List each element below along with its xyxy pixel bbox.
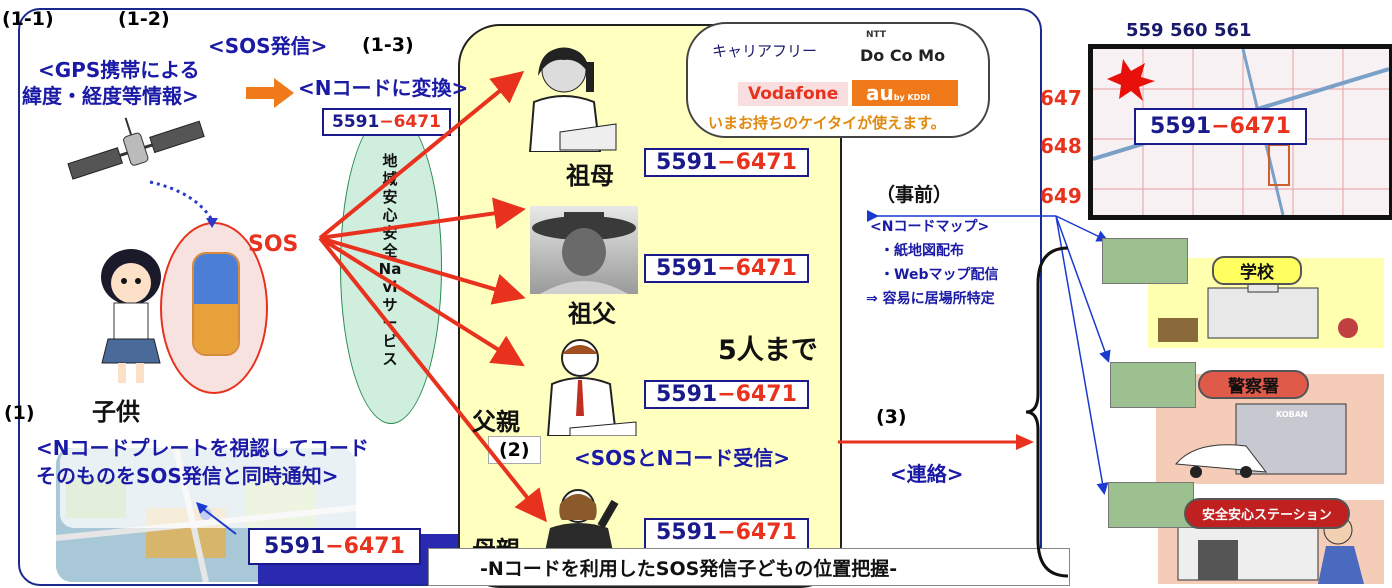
ncode-box-grandfather: 5591−6471 (644, 254, 809, 283)
station-thumb (1108, 482, 1194, 528)
step-1-2-label: (1-2) (118, 8, 170, 30)
step-1-3-label: (1-3) (362, 34, 414, 56)
map-col-561: 561 (1214, 20, 1252, 41)
satellite-signal-line (149, 180, 218, 228)
father-label: 父親 (472, 408, 520, 436)
gps-info-line2: 緯度・経度等情報> (22, 84, 199, 108)
docomo-logo: Do Co Mo (860, 46, 946, 65)
ncode-convert-label: <Nコードに変換> (298, 76, 469, 100)
map-col-560: 560 (1170, 20, 1208, 41)
map-row-649: 649 (1040, 184, 1082, 208)
station-label: 安全安心ステーション (1184, 498, 1350, 529)
grandfather-label: 祖父 (568, 300, 616, 328)
map-note-identify: ⇒ 容易に居場所特定 (866, 291, 995, 307)
au-logo: auby KDDI (852, 80, 958, 106)
mobile-phone-icon (192, 252, 240, 356)
gps-info-line1: <GPS携帯による (38, 58, 200, 82)
bottom-caption: -Nコードを利用したSOS発信子どもの位置把握- (480, 558, 898, 580)
plate-text-bg (60, 448, 410, 528)
grandmother-figure (528, 47, 617, 152)
sos-send-title: <SOS発信> (208, 34, 328, 58)
ncode-box-mother: 5591−6471 (644, 518, 809, 550)
sos-receive-label: <SOSとNコード受信> (574, 446, 791, 470)
map-row-648: 648 (1040, 134, 1082, 158)
police-thumb (1110, 362, 1196, 408)
ncode-box-father: 5591−6471 (644, 380, 809, 409)
step-3-label: (3) (876, 406, 907, 428)
map-note-title: <Nコードマップ> (870, 219, 990, 235)
carrier-note: いまお持ちのケイタイが使えます。 (708, 114, 946, 132)
ncode-box-map: 5591−6471 (1134, 108, 1307, 145)
facility-brace (1025, 246, 1069, 578)
ncode-box-grandmother: 5591−6471 (644, 148, 809, 177)
child-figure (101, 249, 161, 383)
ncode-box-converted: 5591−6471 (322, 108, 451, 136)
child-label: 子供 (92, 398, 140, 426)
step-1-label: (1) (4, 402, 35, 424)
advance-label: （事前） (876, 184, 953, 206)
vodafone-logo: Vodafone (738, 82, 849, 106)
mother-figure (544, 489, 619, 556)
map-row-647: 647 (1040, 86, 1082, 110)
five-people-label: 5人まで (718, 335, 818, 366)
map-distribution-arrows (867, 210, 1111, 495)
grandmother-label: 祖母 (566, 162, 614, 190)
satellite-icon (67, 117, 205, 180)
police-label: 警察署 (1198, 370, 1309, 399)
map-col-559: 559 (1126, 20, 1164, 41)
carrier-free-label: キャリアフリー (712, 42, 818, 60)
step-1-1-label: (1-1) (2, 8, 54, 30)
plate-note-line1: <Nコードプレートを視認してコード (36, 436, 369, 460)
ntt-logo-text: NTT (866, 30, 887, 40)
sos-arrows (318, 70, 547, 523)
koban-sign: KOBAN (1276, 410, 1308, 419)
plate-pointer-arrow (196, 502, 237, 535)
father-figure (546, 339, 637, 436)
map-note-web: ・Webマップ配信 (880, 267, 999, 283)
plate-note-line2: そのものをSOS発信と同時通知> (36, 464, 339, 488)
contact-arrow (838, 434, 1034, 450)
sos-label: SOS (248, 232, 299, 257)
contact-label: <連絡> (890, 462, 964, 486)
grandfather-photo (530, 206, 638, 294)
bottom-caption-box (428, 548, 1070, 586)
school-thumb (1102, 238, 1188, 284)
school-label: 学校 (1212, 256, 1302, 285)
map-note-paper: ・紙地図配布 (880, 243, 964, 259)
ncode-box-plate: 5591−6471 (248, 528, 421, 565)
convert-arrow (246, 78, 294, 108)
